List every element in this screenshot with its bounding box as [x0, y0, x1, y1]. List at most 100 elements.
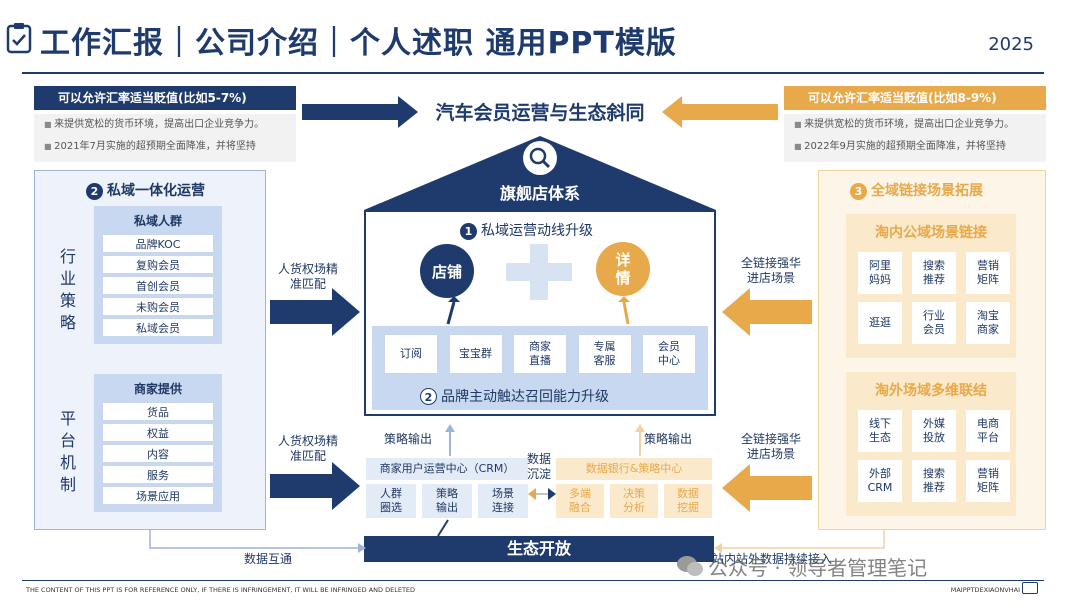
- page-title: 工作汇报｜公司介绍｜个人述职 通用PPT模版: [40, 26, 677, 61]
- data-settle-text: 数据沉淀: [526, 452, 551, 481]
- data-settle-label: 数据沉淀: [526, 452, 552, 482]
- title-divider: [22, 72, 1044, 74]
- left-info-bullets: 来提供宽松的货币环境，提高出口企业竞争力。 2021年7月实施的超预期全面降准，…: [34, 114, 296, 162]
- crm-item-text: 场景连接: [492, 487, 514, 514]
- right-group1-title: 淘内公域场景链接: [875, 225, 987, 241]
- right-group2-item-text: 外媒投放: [923, 417, 945, 444]
- crm-item-text: 人群圈选: [380, 487, 402, 514]
- right-group1: 淘内公域场景链接 阿里妈妈 搜索推荐 营销矩阵 逛逛 行业会员 淘宝商家: [846, 214, 1016, 358]
- center-banner: 汽车会员运营与生态斜同: [435, 102, 645, 124]
- side-label-1: 行业策略: [59, 247, 76, 332]
- crm-title: 商家用户运营中心（CRM）: [366, 458, 528, 480]
- right-arrow-top: [722, 288, 812, 336]
- bank-title: 数据银行&策略中心: [556, 458, 712, 480]
- roof-label: 旗舰店体系: [499, 184, 580, 203]
- right-group1-item: 逛逛: [858, 302, 902, 344]
- crm-item: 策略输出: [422, 484, 472, 518]
- right-group2: 淘外场域多维联结 线下生态 外媒投放 电商平台 外部CRM 搜索推荐 营销矩阵: [846, 372, 1016, 516]
- footer-rule: [22, 580, 1044, 581]
- service-item-text: 会员中心: [658, 340, 680, 367]
- left-arrow-top-text: 人货权场精准匹配: [278, 262, 339, 291]
- service-item: 专属客服: [577, 334, 632, 374]
- detail-text: 详情: [615, 251, 631, 287]
- footer-note: THE CONTENT OF THIS PPT IS FOR REFERENCE…: [26, 586, 416, 594]
- bank-item-text: 决策分析: [623, 487, 645, 514]
- crm-item: 场景连接: [478, 484, 528, 518]
- bank-item: 多端融合: [556, 484, 604, 518]
- group2: 商家提供 货品 权益 内容 服务 场景应用: [94, 374, 222, 512]
- left-panel-title-text: 私域一体化运营: [107, 183, 205, 199]
- right-group1-grid: 阿里妈妈 搜索推荐 营销矩阵 逛逛 行业会员 淘宝商家: [846, 252, 1016, 344]
- upgrade2-num: 2: [420, 388, 437, 405]
- group1-item: 私域会员: [102, 318, 214, 337]
- data-connect-text: 数据互通: [243, 552, 292, 566]
- up-arrows: [446, 296, 630, 325]
- crm-item-text: 策略输出: [436, 487, 458, 514]
- service-item: 订阅: [384, 334, 438, 374]
- strategy-up-arrows: [445, 424, 645, 456]
- right-arrow-bottom-text: 全链接强华进店场景: [740, 432, 801, 461]
- upgrade1-num: 1: [460, 223, 477, 240]
- group1-title: 私域人群: [133, 214, 182, 228]
- group1-item: 品牌KOC: [102, 234, 214, 253]
- right-group1-item-text: 营销矩阵: [977, 259, 999, 286]
- right-info-bullets: 来提供宽松的货币环境，提高出口企业竞争力。 2022年9月实施的超预期全面降准，…: [784, 114, 1046, 162]
- service-item: 宝宝群: [448, 334, 503, 374]
- service-item-text: 商家直播: [529, 340, 551, 367]
- group2-item: 货品: [102, 402, 214, 421]
- wechat-icon: [676, 554, 704, 578]
- right-arrow-top-label: 全链接强华进店场景: [736, 256, 806, 286]
- right-group2-item-text: 搜索推荐: [923, 467, 945, 494]
- upgrade1-text: 私域运营动线升级: [481, 223, 593, 239]
- right-group2-item: 电商平台: [966, 410, 1010, 452]
- plus-icon: [506, 244, 572, 300]
- left-info-header: 可以允许汇率适当贬值(比如5-7%): [34, 86, 296, 110]
- right-group2-item-text: 营销矩阵: [977, 467, 999, 494]
- right-group2-grid: 线下生态 外媒投放 电商平台 外部CRM 搜索推荐 营销矩阵: [846, 410, 1016, 502]
- right-group2-item: 搜索推荐: [912, 460, 956, 502]
- group2-item: 服务: [102, 465, 214, 484]
- group1: 私域人群 品牌KOC 复购会员 首创会员 未购会员 私域会员: [94, 206, 222, 344]
- right-info-bullet: 来提供宽松的货币环境，提高出口企业竞争力。: [784, 114, 1046, 136]
- watermark: 公众号 · 领导者管理笔记: [708, 556, 928, 580]
- right-group1-item: 行业会员: [912, 302, 956, 344]
- right-arrow-top-text: 全链接强华进店场景: [740, 256, 801, 285]
- strategy-out-right: 策略输出: [644, 432, 693, 446]
- bank-item: 数据挖掘: [664, 484, 712, 518]
- right-group2-item-text: 线下生态: [869, 417, 891, 444]
- clipboard-icon: [6, 22, 32, 54]
- right-group1-item-text: 阿里妈妈: [869, 259, 891, 286]
- right-group1-item-text: 搜索推荐: [923, 259, 945, 286]
- settle-arrows: [528, 488, 556, 500]
- data-connect-label: 数据互通: [238, 552, 298, 567]
- store-circle: 店铺: [420, 244, 474, 298]
- right-arrow-bottom: [722, 464, 812, 512]
- right-group1-item: 营销矩阵: [966, 252, 1010, 294]
- left-arrow-bottom: [270, 462, 360, 510]
- right-group2-item: 外部CRM: [858, 460, 902, 502]
- group1-item: 复购会员: [102, 255, 214, 274]
- search-icon: [522, 140, 558, 176]
- service-item: 会员中心: [642, 334, 696, 374]
- strategy-out-left: 策略输出: [384, 432, 433, 446]
- crm-item: 人群圈选: [366, 484, 416, 518]
- detail-circle: 详情: [596, 242, 650, 296]
- left-arrow-top-label: 人货权场精准匹配: [278, 262, 338, 292]
- group2-title: 商家提供: [133, 382, 182, 396]
- left-panel-num: 2: [86, 183, 103, 200]
- bank-items: 多端融合 决策分析 数据挖掘: [556, 484, 712, 518]
- service-item-text: 专属客服: [593, 340, 616, 367]
- right-group1-item-text: 逛逛: [869, 316, 891, 329]
- group1-item: 首创会员: [102, 276, 214, 295]
- bank-item-text: 多端融合: [569, 487, 591, 514]
- group1-item: 未购会员: [102, 297, 214, 316]
- right-group2-item-text: 电商平台: [977, 417, 999, 444]
- right-group2-item: 营销矩阵: [966, 460, 1010, 502]
- brand-logo-icon: [1022, 582, 1038, 594]
- left-info-bullet: 来提供宽松的货币环境，提高出口企业竞争力。: [34, 114, 296, 136]
- right-group1-item: 淘宝商家: [966, 302, 1010, 344]
- side-label-2: 平台机制: [59, 409, 76, 494]
- footer-brand: MAIPPTDEXIAONVHAI: [950, 586, 1020, 594]
